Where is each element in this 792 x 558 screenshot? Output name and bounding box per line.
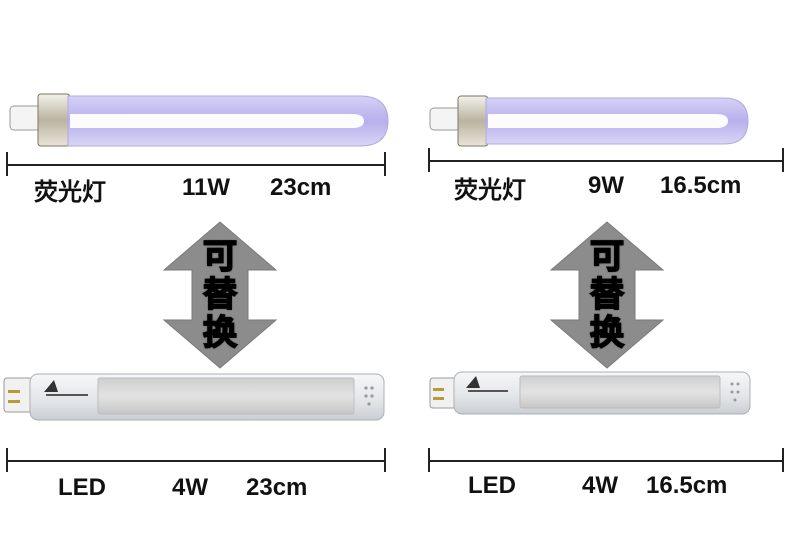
replace-char: 可 [589,237,625,277]
replace-char: 可 [202,237,238,277]
dimension-tick [428,148,430,172]
dimension-line-led-right [428,460,784,462]
fluorescent-length-label: 16.5cm [660,172,742,199]
replace-char: 替 [589,275,625,315]
dimension-tick [384,152,386,176]
led-power-label: 4W [582,472,618,499]
fluorescent-type-label: 荧光灯 [454,176,526,204]
replace-char: 换 [202,313,238,353]
dimension-line-led-left [6,460,386,462]
dimension-tick [384,448,386,472]
dimension-tick [6,448,8,472]
dimension-tick [782,448,784,472]
dimension-tick [6,152,8,176]
dimension-line-fluorescent-right [428,160,784,162]
led-power-label: 4W [172,474,208,501]
fluorescent-power-label: 9W [588,172,624,199]
led-type-label: LED [468,472,516,499]
led-type-label: LED [58,474,106,501]
dimension-tick [428,448,430,472]
fluorescent-type-label: 荧光灯 [34,178,106,206]
replace-char: 换 [589,313,625,353]
dimension-line-fluorescent-left [6,164,386,166]
replace-text-right: 可 替 换 [577,237,637,353]
double-arrow-right [549,221,665,369]
double-arrow-left [162,221,278,369]
replace-text-left: 可 替 换 [190,237,250,353]
replace-char: 替 [202,275,238,315]
fluorescent-power-label: 11W [182,174,231,201]
led-length-label: 23cm [246,474,308,501]
dimension-tick [782,148,784,172]
led-length-label: 16.5cm [646,472,728,499]
fluorescent-length-label: 23cm [270,174,332,201]
